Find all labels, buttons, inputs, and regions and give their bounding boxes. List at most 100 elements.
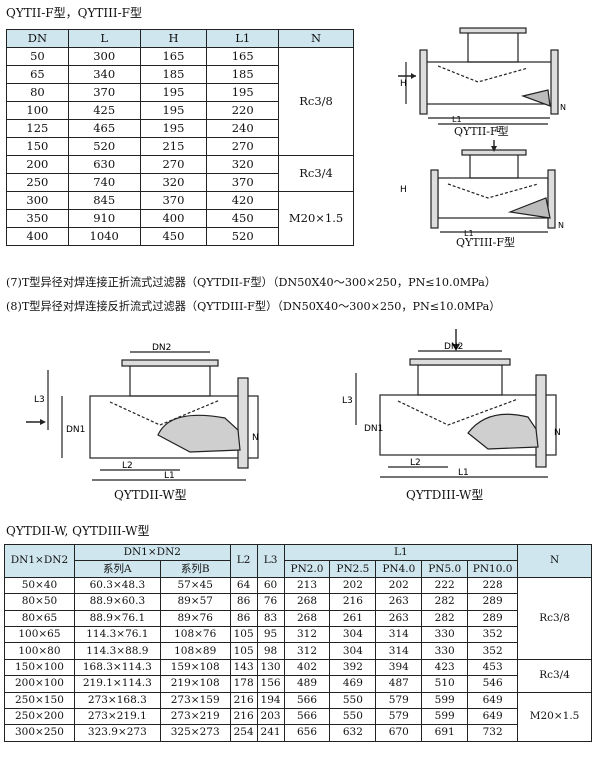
dim-label-dn2: DN2 <box>152 343 171 353</box>
cell: 50 <box>6 47 69 66</box>
cell: 80×65 <box>4 609 75 627</box>
dim-label-n: N <box>252 433 259 443</box>
dim-label-dn1: DN1 <box>364 424 383 434</box>
cell: 195 <box>139 83 208 102</box>
cell: 195 <box>139 119 208 138</box>
figure-caption: QYTIII-F型 <box>456 236 516 249</box>
dim-label-h: H <box>400 79 407 89</box>
cell: 89×76 <box>159 609 231 627</box>
dim-label-dn2: DN2 <box>444 342 463 352</box>
col-header: L2 <box>229 544 258 578</box>
cell: 453 <box>467 658 519 677</box>
col-header: H <box>139 29 208 48</box>
cell: 213 <box>283 576 331 595</box>
cell: 289 <box>467 609 519 627</box>
cell: 60 <box>256 576 285 595</box>
inlet-arrow-icon <box>491 146 497 152</box>
cell: 89×57 <box>159 593 231 611</box>
cell: 323.9×273 <box>73 724 161 742</box>
cell: 202 <box>329 576 377 595</box>
cell: 219.1×114.3 <box>73 675 161 693</box>
cell: 320 <box>139 173 208 192</box>
cell: 114.3×76.1 <box>73 625 161 644</box>
col-header: DN <box>6 29 69 48</box>
cell: 88.9×76.1 <box>73 609 161 627</box>
dim-label-n: N <box>560 103 566 112</box>
cell: 216 <box>229 691 258 709</box>
figure-caption: QYTDIII-W型 <box>406 488 484 502</box>
cell: 394 <box>375 658 423 677</box>
cell: 487 <box>375 675 423 693</box>
col-header: DN1×DN2 <box>4 544 75 578</box>
cell: 450 <box>139 227 208 246</box>
cell: 352 <box>467 642 519 660</box>
cell: 423 <box>421 658 469 677</box>
cell: 250×150 <box>4 691 75 709</box>
cell: 740 <box>67 173 141 192</box>
cell: 203 <box>256 707 285 726</box>
cell: 150×100 <box>4 658 75 677</box>
cell: 185 <box>139 65 208 84</box>
cell: 520 <box>206 227 280 246</box>
figure-caption: QYTDII-W型 <box>114 488 187 502</box>
cell: 80 <box>6 83 69 102</box>
col-header: L <box>67 29 141 48</box>
cell: 691 <box>421 724 469 742</box>
cell: 546 <box>467 675 519 693</box>
cell: 732 <box>467 724 519 742</box>
cell: 304 <box>329 625 377 644</box>
cell: 566 <box>283 707 331 726</box>
cell: 579 <box>375 691 423 709</box>
cell: 370 <box>206 173 280 192</box>
cell: 350 <box>6 209 69 228</box>
cell: 420 <box>206 191 280 210</box>
cell: 105 <box>229 625 258 644</box>
cell: 352 <box>467 625 519 644</box>
cell: 178 <box>229 675 258 693</box>
dimension-table-w: DN1×DN2 DN1×DN2 L2 L3 L1 N 系列A 系列B PN2.0… <box>4 543 592 742</box>
col-header: PN2.0 <box>283 560 331 578</box>
cell: 566 <box>283 691 331 709</box>
cell: 910 <box>67 209 141 228</box>
dim-label-l1: L1 <box>452 115 462 124</box>
dim-label-l: L <box>496 125 501 134</box>
dim-label-l1: L1 <box>458 468 469 478</box>
cell: 165 <box>206 47 280 66</box>
col-header: L1 <box>283 543 519 562</box>
cell: 100 <box>6 101 69 120</box>
cell: 330 <box>421 625 469 644</box>
dim-label-dn1: DN1 <box>66 425 85 435</box>
cell: 219×108 <box>159 675 231 693</box>
cell: 156 <box>256 675 285 693</box>
n-cell: M20×1.5 <box>278 191 354 246</box>
cell: 425 <box>67 101 141 120</box>
cell: 263 <box>375 593 423 611</box>
cell: 200×100 <box>4 675 75 693</box>
cell: 185 <box>206 65 280 84</box>
section2-title: QYTDII-W, QYTDIII-W型 <box>6 524 150 538</box>
cell: 550 <box>329 707 377 726</box>
cell: 630 <box>67 155 141 174</box>
cell: 400 <box>6 227 69 246</box>
cell: 392 <box>329 658 377 677</box>
cell: 76 <box>256 593 285 611</box>
col-header: 系列B <box>159 560 231 578</box>
cell: 450 <box>206 209 280 228</box>
cell: 273×219.1 <box>73 707 161 726</box>
cell: 340 <box>67 65 141 84</box>
cell: 649 <box>467 691 519 709</box>
cell: 194 <box>256 691 285 709</box>
cell: 469 <box>329 675 377 693</box>
cell: 649 <box>467 707 519 726</box>
cell: 300 <box>6 191 69 210</box>
